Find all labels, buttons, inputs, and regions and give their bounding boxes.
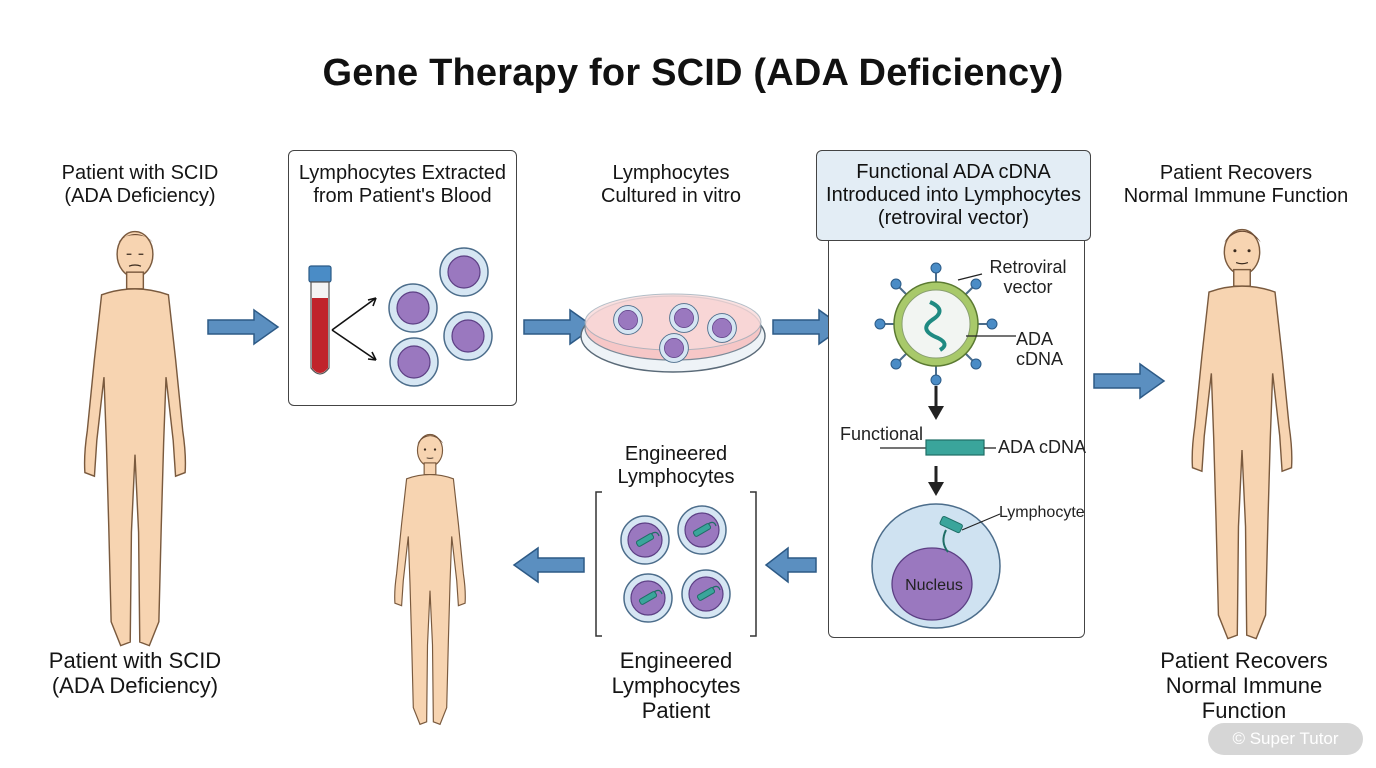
petri-dish xyxy=(580,293,766,373)
functional-label: Functional xyxy=(840,424,924,444)
recovered-label-bottom: Patient Recovers Normal Immune Function xyxy=(1160,648,1328,723)
watermark-badge: © Super Tutor xyxy=(1208,723,1363,755)
introduction-header: Functional ADA cDNA Introduced into Lymp… xyxy=(816,150,1091,241)
patient-scid-label-bottom: Patient with SCID (ADA Deficiency) xyxy=(48,648,222,698)
engineered-label-top: Engineered Lymphocytes xyxy=(617,443,735,488)
culture-label: Lymphocytes Cultured in vitro xyxy=(600,162,742,207)
page-title: Gene Therapy for SCID (ADA Deficiency) xyxy=(322,52,1064,94)
arrow-to-engineered xyxy=(764,546,817,584)
arrow-to-extraction xyxy=(207,309,279,345)
nucleus-label: Nucleus xyxy=(905,577,963,594)
extraction-label: Lymphocytes Extracted from Patient's Blo… xyxy=(298,162,507,207)
patient-scid-label-top: Patient with SCID (ADA Deficiency) xyxy=(61,162,219,207)
vector-illustration xyxy=(871,262,1016,629)
engineered-label-bottom: Engineered Lymphocytes Patient xyxy=(611,648,741,723)
recovered-patient-figure xyxy=(1191,228,1293,640)
retroviral-vector-label: Retroviral vector xyxy=(989,257,1067,297)
arrow-to-patient xyxy=(513,547,585,583)
sick-patient-figure xyxy=(83,230,187,647)
treated-patient-figure xyxy=(394,433,466,725)
recovered-label-top: Patient Recovers Normal Immune Function xyxy=(1123,162,1349,207)
engineered-lymphocytes xyxy=(595,491,757,637)
ada-cdna-label: ADA cDNA xyxy=(1016,329,1064,369)
extraction-illustration xyxy=(308,247,493,387)
ada-cdna-inline-label: ADA cDNA xyxy=(998,437,1087,457)
lymphocyte-label: Lymphocyte xyxy=(999,504,1085,521)
